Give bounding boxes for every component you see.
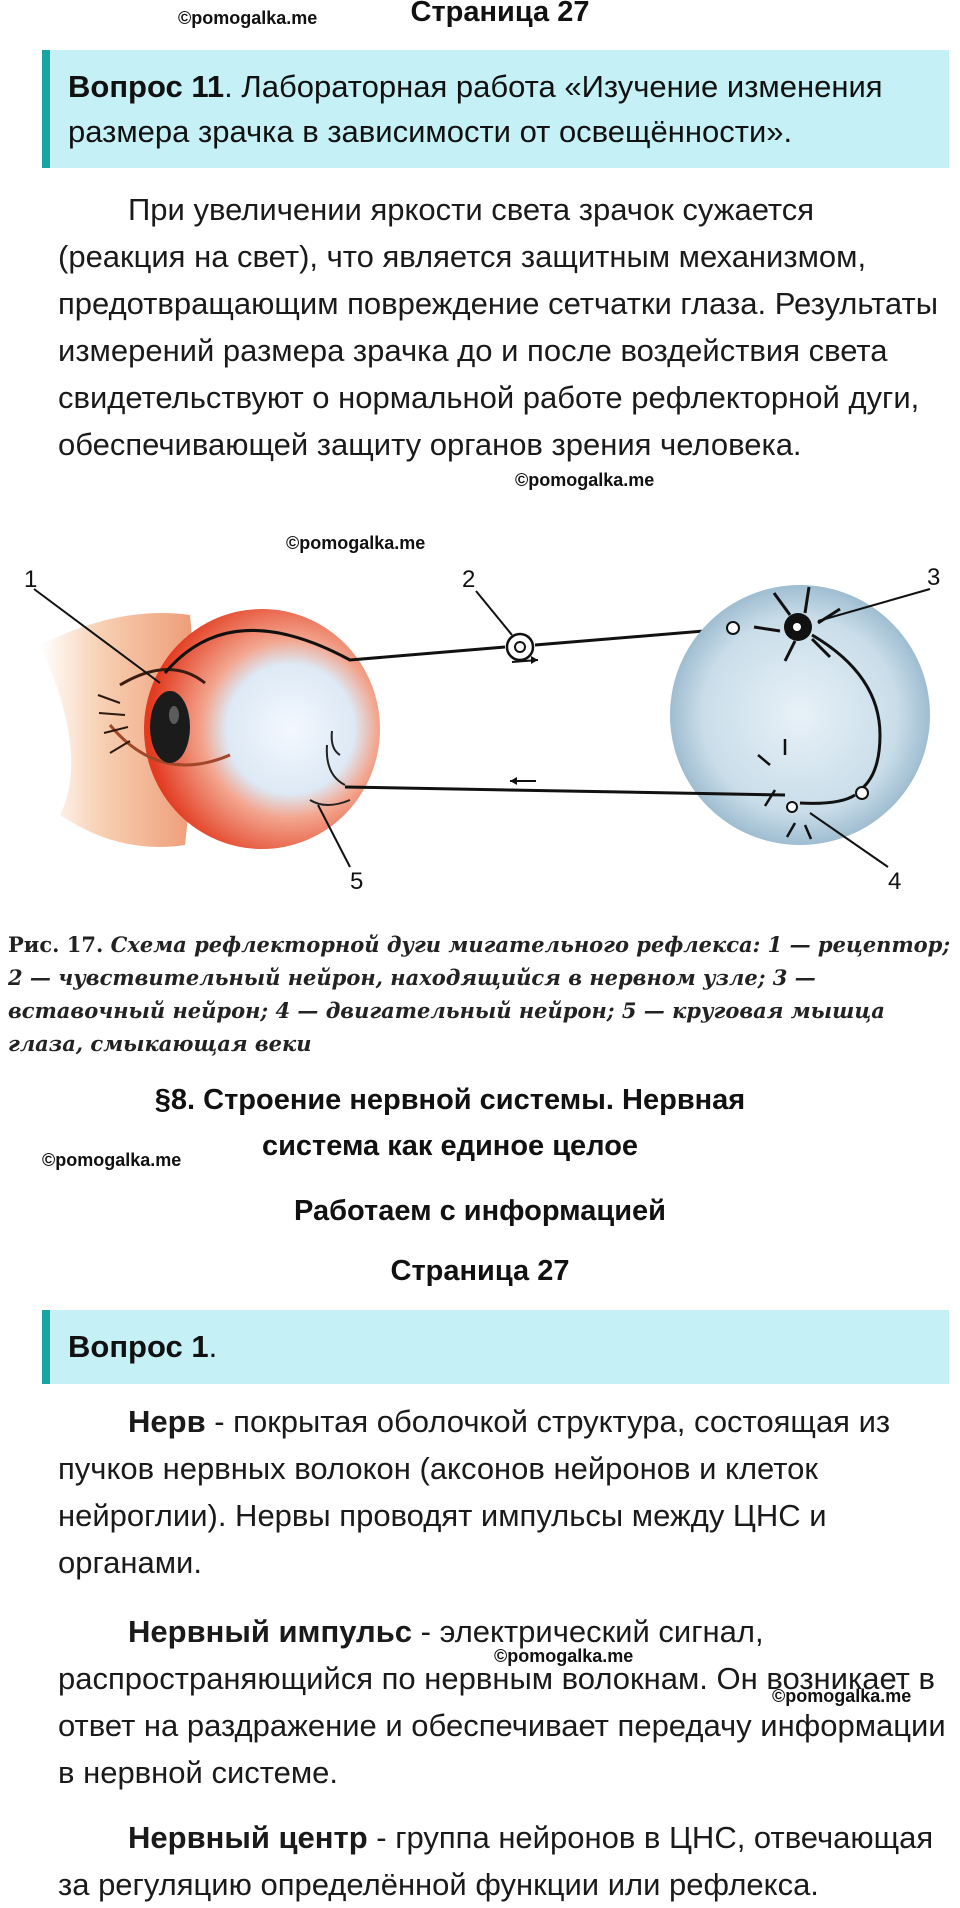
page-title: Страница 27 [410, 0, 590, 28]
question-11-box: Вопрос 11. Лабораторная работа «Изучение… [42, 50, 949, 168]
caption-lead: Рис. 17. [8, 932, 104, 957]
question-text: . [208, 1329, 218, 1364]
figure-label-2: 2 [462, 566, 475, 593]
figure-label-5: 5 [350, 868, 363, 895]
figure-label-3: 3 [927, 564, 940, 591]
cns-section [670, 585, 930, 845]
definition-center: Нервный центр - группа нейронов в ЦНС, о… [58, 1814, 948, 1908]
definition-nerve: Нерв - покрытая оболочкой структура, сос… [58, 1398, 948, 1586]
question-label: Вопрос 11 [68, 69, 225, 104]
caption-text: Схема рефлекторной дуги мигательного реф… [8, 932, 951, 1056]
eyeball [144, 609, 380, 849]
reflex-arc-figure: 1 2 3 4 5 [24, 564, 940, 895]
definition-impulse: Нервный импульс - электрический сигнал, … [58, 1608, 948, 1796]
definition-term: Нерв [128, 1404, 206, 1439]
figure-caption: Рис. 17. Схема рефлекторной дуги мигател… [8, 928, 954, 1060]
watermark: ©pomogalka.me [42, 1150, 182, 1170]
definition-text: - электрический сигнал, распространяющий… [58, 1614, 946, 1790]
definition-term: Нервный импульс [128, 1614, 413, 1649]
question-1-box: Вопрос 1. [42, 1310, 949, 1384]
section-page: Страница 27 [390, 1255, 570, 1287]
question-text: . Лабораторная работа «Изучение изменени… [68, 69, 883, 149]
watermark: ©pomogalka.me [772, 1686, 912, 1706]
question-label: Вопрос 1 [68, 1329, 209, 1364]
watermark: ©pomogalka.me [178, 8, 318, 28]
figure-label-1: 1 [24, 566, 37, 593]
answer-text: При увеличении яркости света зрачок сужа… [58, 192, 938, 462]
section-title: §8. Строение нервной системы. Нервная си… [154, 1084, 746, 1162]
watermark: ©pomogalka.me [515, 470, 655, 490]
definition-text: - группа нейронов в ЦНС, отвечающая за р… [58, 1820, 934, 1902]
section-subtitle: Работаем с информацией [294, 1195, 666, 1227]
watermark: ©pomogalka.me [494, 1646, 634, 1666]
watermark: ©pomogalka.me [286, 533, 426, 553]
definition-term: Нервный центр [128, 1820, 368, 1855]
pupil [150, 691, 190, 763]
answer-paragraph: При увеличении яркости света зрачок сужа… [58, 186, 948, 468]
figure-label-4: 4 [888, 868, 901, 895]
definition-text: - покрытая оболочкой структура, состояща… [58, 1404, 891, 1580]
